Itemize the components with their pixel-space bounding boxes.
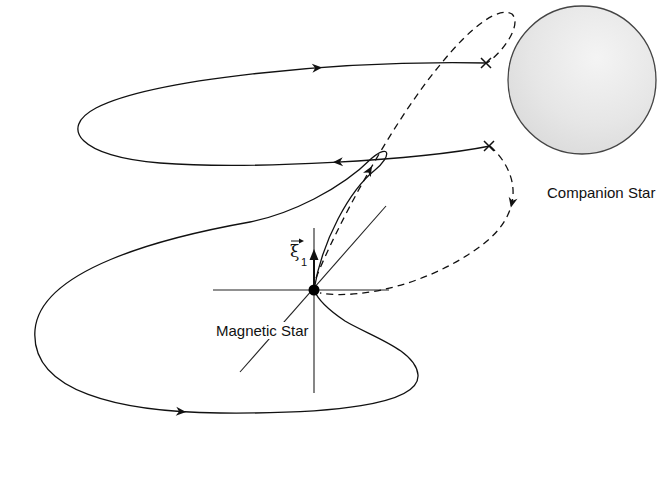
star-label: Companion Star: [545, 184, 657, 201]
perturbed-field-line: [316, 12, 515, 278]
companion-star: [508, 6, 656, 154]
flow-arrowhead: [333, 157, 343, 167]
axes: [213, 206, 389, 393]
flow-arrowhead: [363, 164, 376, 177]
x-axis: [213, 289, 389, 290]
vector-bar-head: [299, 239, 304, 244]
field-line: [78, 63, 490, 166]
flow-arrowhead: [507, 197, 518, 209]
footpoint-mark: [481, 58, 491, 68]
footpoint-mark: [484, 141, 494, 151]
y-axis: [240, 206, 386, 372]
vector-symbol: ξ: [290, 242, 299, 262]
displacement-vector: [313, 258, 315, 286]
flow-arrowhead: [312, 63, 323, 73]
field-line: [35, 151, 418, 413]
magnetic-star: [309, 285, 320, 296]
star-label: Magnetic Star: [214, 322, 311, 339]
displacement-arrowhead: [310, 249, 319, 260]
vector-subscript: 1: [301, 256, 307, 269]
perturbed-field-line: [320, 146, 513, 295]
flow-arrowheads: [176, 63, 518, 416]
flow-arrowhead: [176, 407, 187, 417]
